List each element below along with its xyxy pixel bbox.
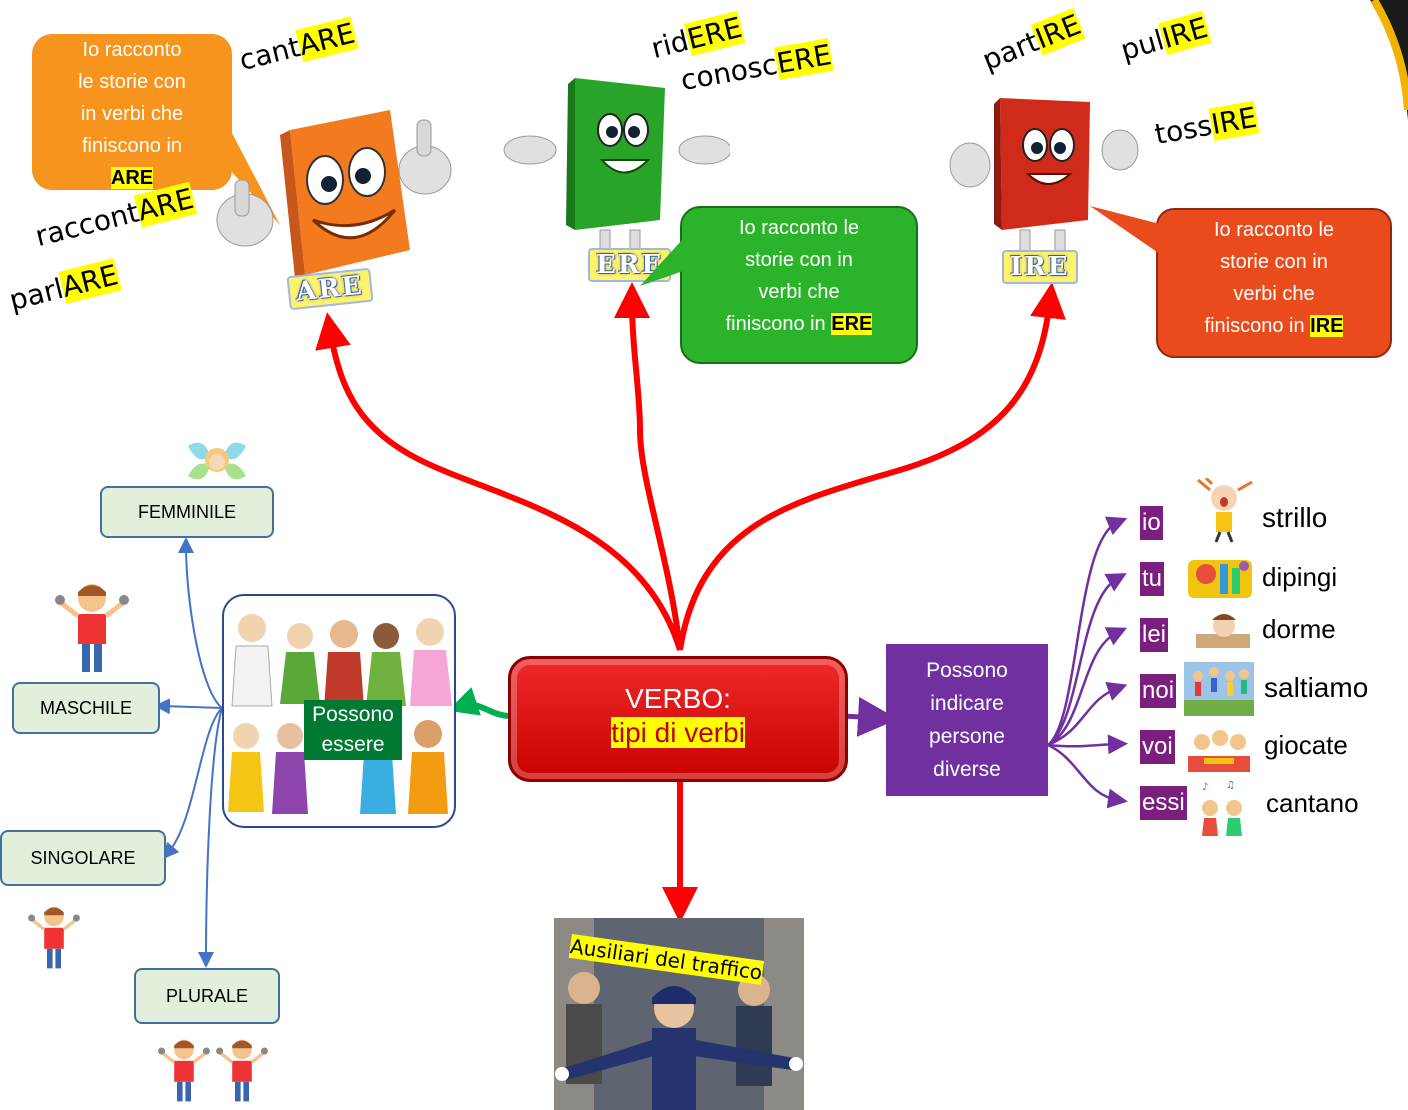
arrow-to-possono-essere [447,687,511,719]
pronoun-label: essi [1140,786,1187,820]
arrow-to-ere [614,282,683,651]
category-singolare: SINGOLARE [0,830,166,886]
sleeping-girl-icon [1196,614,1250,648]
bubble-line: finiscono in [81,135,183,157]
ire-badge: IRE [1002,250,1078,284]
boy-icon [55,584,129,672]
verb-form: dorme [1262,614,1336,644]
center-title: VERBO: [625,683,731,714]
screaming-girl-icon [1197,478,1253,543]
ire-book-character-icon [949,98,1139,263]
bubble-key: ARE [110,167,154,189]
bubble-line: Io racconto le [738,217,860,239]
verb-form: saltiamo [1264,672,1369,703]
category-femminile: FEMMINILE [100,486,274,538]
arrow-to-ire [677,282,1066,651]
ere-book-character-icon [503,78,730,257]
category-plurale: PLURALE [134,968,280,1024]
bubble-line: verbi che [758,281,840,303]
boy-icon [158,1039,210,1102]
singing-kids-icon: ♪ ♫ [1202,780,1242,836]
children-picture: Possono essere [222,594,456,828]
arrow-to-are [315,312,683,651]
boy-icon [28,906,80,969]
persone-line: indicare [930,692,1004,715]
persone-line: diverse [933,758,1001,781]
svg-text:♫: ♫ [1226,780,1235,791]
boy-icon [216,1039,268,1102]
bubble-line: finiscono in [725,313,826,335]
bubble-line: verbi che [1233,283,1315,305]
pronoun-label: io [1140,506,1163,540]
persone-line: Possono [926,659,1008,682]
verb-form: strillo [1262,502,1328,533]
verb-form: dipingi [1262,562,1338,592]
bubble-tail [1090,206,1160,254]
arrow-to-persone [842,696,898,737]
pronoun-label: tu [1140,562,1165,596]
bubble-tail [640,240,686,286]
pronoun-label: voi [1140,730,1175,764]
bubble-line: Io racconto [82,39,182,61]
verb-form: giocate [1264,730,1348,760]
ire-speech-bubble: Io racconto le storie con in verbi che f… [1156,208,1392,358]
traffic-photo: Ausiliari del traffico [554,918,804,1110]
center-subtitle: tipi di verbi [611,717,745,748]
corner-decoration [1370,0,1408,120]
pronoun-label: noi [1140,674,1177,708]
bubble-key: ERE [831,313,873,335]
category-maschile: MASCHILE [12,682,160,734]
bubble-line: Io racconto le [1213,219,1335,241]
playing-kids-icon [1188,730,1250,772]
possono-essere-label: Possono essere [304,700,402,760]
jumping-kids-icon [1184,662,1254,716]
bubble-line: le storie con [78,71,186,93]
bubble-tail [220,110,280,225]
are-speech-bubble: Io racconto le storie con in verbi che f… [32,34,232,190]
painting-clown-icon [1188,560,1252,598]
bubble-key: IRE [1310,315,1344,337]
center-node: VERBO: tipi di verbi [508,656,848,782]
ere-speech-bubble: Io racconto le storie con in verbi che f… [680,206,918,364]
bubble-line: storie con in [1220,251,1328,273]
persone-box: Possono indicare persone diverse [886,644,1048,796]
svg-text:♪: ♪ [1202,782,1208,793]
bubble-line: storie con in [745,249,853,271]
girl-icon [188,442,246,480]
bubble-line: in verbi che [80,103,184,125]
verb-form: cantano [1266,788,1359,818]
pronoun-label: lei [1140,618,1169,652]
are-book-character-icon [216,110,452,278]
persone-line: persone [929,725,1005,748]
bubble-line: finiscono in [1204,315,1305,337]
